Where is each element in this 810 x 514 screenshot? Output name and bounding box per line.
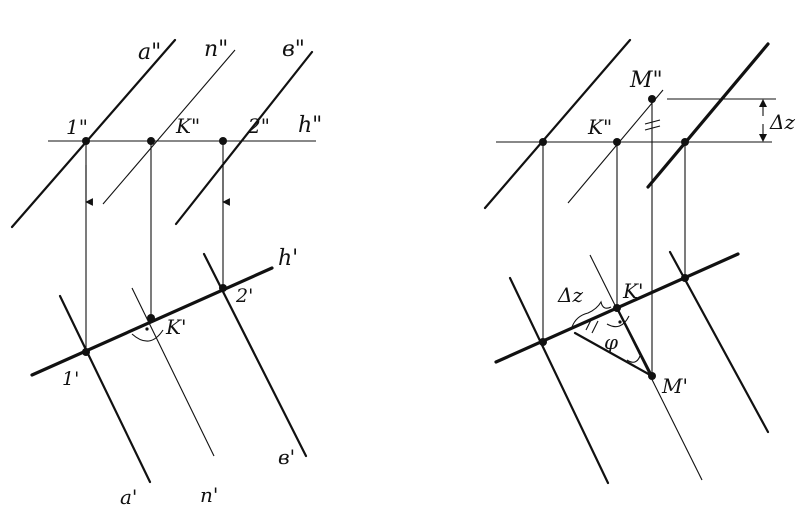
dz-arrowhead-top <box>759 99 767 107</box>
label-2-front: 2" <box>247 114 270 138</box>
label-1-top: 1' <box>62 368 79 390</box>
point-2-top <box>219 284 227 292</box>
label-1-front: 1" <box>66 115 88 139</box>
tick-base-1 <box>585 317 593 331</box>
label-k-top: K' <box>165 315 186 339</box>
label-h-front: h" <box>298 113 322 138</box>
left-figure: a" n" в" 1" K" 2" h" h' 2' K' 1' a' n' в… <box>10 37 322 509</box>
point-1-front <box>82 137 90 145</box>
dz-arrowhead-bottom <box>759 134 767 142</box>
point-k-front <box>147 137 155 145</box>
point-k-top-right <box>613 304 621 312</box>
label-n-top: n' <box>200 483 218 507</box>
label-k-top-right: K' <box>622 279 643 303</box>
line-b-front <box>174 50 314 226</box>
line-n-top-right <box>589 254 703 481</box>
point-2-front <box>219 137 227 145</box>
label-h-top: h' <box>278 246 298 271</box>
label-dz-right: Δz <box>769 110 795 134</box>
line-b-top <box>202 252 308 458</box>
label-k-front: K" <box>175 114 200 138</box>
line-b-front-right <box>646 42 770 189</box>
line-a-front <box>10 38 177 229</box>
point-1-top <box>82 348 90 356</box>
angle-phi-mark <box>626 355 641 363</box>
point-1-front-right <box>539 138 547 146</box>
point-1-top-right <box>539 338 547 346</box>
label-m-top: M' <box>661 374 688 398</box>
right-angle-mark <box>131 329 164 342</box>
label-phi: φ <box>604 330 618 354</box>
tick-m-1 <box>644 119 661 125</box>
label-n-front: n" <box>204 37 228 62</box>
point-k-front-right <box>613 138 621 146</box>
label-a-top: a' <box>120 485 137 509</box>
line-b-top-right <box>668 250 770 434</box>
tick-m-2 <box>644 125 661 131</box>
triangle-base <box>573 331 654 378</box>
right-figure: M" Δz K" K' Δz φ M' <box>483 38 795 485</box>
line-n-front <box>102 49 236 205</box>
tick-base-2 <box>591 320 599 334</box>
label-a-front: a" <box>138 40 161 65</box>
label-m-front: M" <box>629 68 663 93</box>
label-2-top: 2' <box>235 285 253 307</box>
right-angle-dot-right <box>618 320 622 324</box>
label-b-top: в' <box>278 445 295 469</box>
point-m-front <box>648 95 656 103</box>
point-2-front-right <box>681 138 689 146</box>
point-k-top <box>147 314 155 322</box>
label-dz-left: Δz <box>557 283 583 307</box>
point-m-top <box>648 372 656 380</box>
label-k-front-right: K" <box>587 115 612 139</box>
line-n-top <box>131 287 215 457</box>
point-2-top-right <box>681 274 689 282</box>
dz-brace <box>571 300 612 328</box>
line-n-front-right <box>567 89 664 204</box>
line-a-front-right <box>483 38 632 210</box>
line-a-top-right <box>508 276 610 485</box>
label-b-front: в" <box>282 37 305 62</box>
right-angle-mark-right <box>606 315 630 328</box>
triangle-side <box>615 306 654 378</box>
right-angle-dot <box>145 327 149 331</box>
line-a-top <box>58 294 152 484</box>
